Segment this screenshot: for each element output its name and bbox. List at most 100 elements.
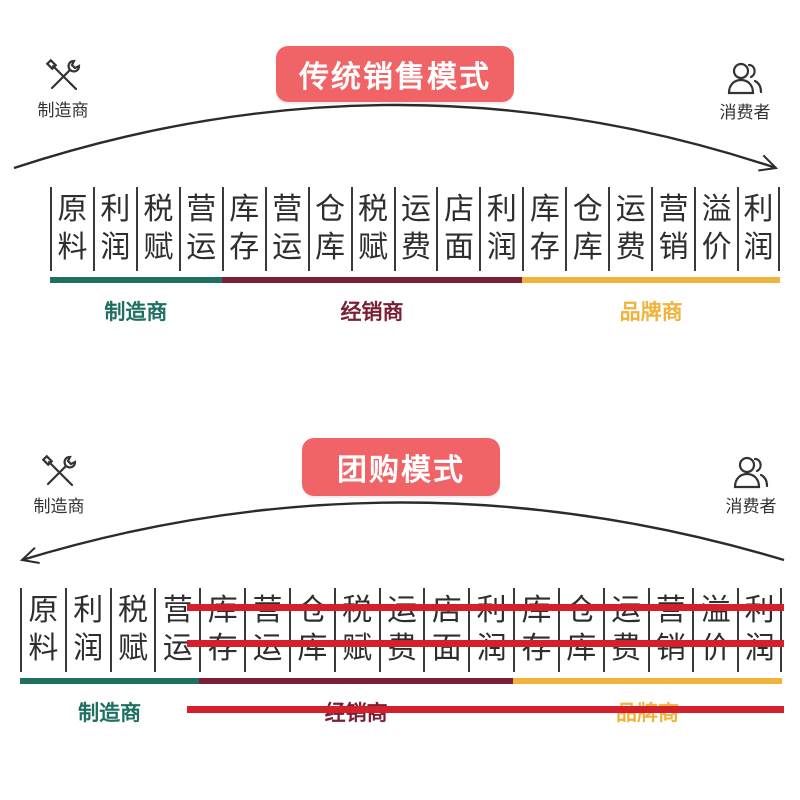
traditional-flow-arrow xyxy=(13,103,779,172)
cost-cell: 原料 xyxy=(20,588,65,672)
cost-cell-char: 店 xyxy=(432,592,462,630)
cost-cell-char: 库 xyxy=(521,592,551,630)
groupbuy-title: 团购模式 xyxy=(302,438,500,496)
cost-cell-char: 赋 xyxy=(118,631,149,666)
cost-cell: 仓库 xyxy=(288,588,334,672)
group-bar xyxy=(221,277,523,283)
group-label: 经销商 xyxy=(324,701,388,725)
cost-cell-char: 运 xyxy=(162,631,193,666)
cost-cell-char: 营 xyxy=(658,192,689,227)
cost-cell-char: 仓 xyxy=(315,192,346,227)
cost-cell-char: 料 xyxy=(57,230,88,265)
users-icon xyxy=(727,62,763,95)
cost-cell: 营运 xyxy=(264,187,308,271)
cost-cell: 运费 xyxy=(608,187,651,271)
cost-cell-char: 价 xyxy=(700,631,731,666)
cost-cell-char: 原 xyxy=(28,593,59,628)
cost-cell-char: 税 xyxy=(342,592,372,630)
cost-cell-char: 费 xyxy=(615,230,646,265)
cost-cell: 店面 xyxy=(436,187,479,271)
cost-cell-char: 税 xyxy=(143,192,174,227)
cost-cell-char: 润 xyxy=(486,230,517,265)
group-bar xyxy=(50,277,222,283)
cost-cell-char: 赋 xyxy=(342,631,373,666)
cost-cell-char: 库 xyxy=(315,230,346,265)
traditional-manufacturer-label: 制造商 xyxy=(37,101,89,121)
cost-cell-char: 库 xyxy=(572,230,603,265)
cost-cell-char: 仓 xyxy=(297,592,327,630)
cost-cell-char: 料 xyxy=(28,631,59,666)
cost-cell-char: 库 xyxy=(566,631,597,666)
group-bar xyxy=(522,277,780,283)
cost-cell: 溢价 xyxy=(694,187,737,271)
cost-cell-char: 利 xyxy=(100,192,131,227)
cost-cell-char: 润 xyxy=(744,631,775,666)
users-icon xyxy=(733,456,769,489)
cost-cell-char: 润 xyxy=(100,230,131,265)
cost-cell-char: 费 xyxy=(611,631,642,666)
cost-cell-char: 存 xyxy=(521,631,552,666)
cost-cell-char: 营 xyxy=(162,593,193,628)
traditional-cost-row: 原料利润税赋营运库存营运仓库税赋运费店面利润库存仓库运费营销溢价利润 xyxy=(50,187,780,271)
cost-cell-char: 溢 xyxy=(701,192,732,227)
cost-cell-char: 赋 xyxy=(143,230,174,265)
cost-cell: 营销 xyxy=(651,187,694,271)
traditional-consumer: 消费者 xyxy=(700,60,790,123)
cost-cell: 营运 xyxy=(154,588,199,672)
cost-cell-char: 润 xyxy=(743,230,774,265)
cost-cell-char: 利 xyxy=(745,592,775,630)
strike-line xyxy=(187,706,784,713)
cost-cell-char: 营 xyxy=(656,592,686,630)
group-label: 制造商 xyxy=(104,300,168,324)
cost-cell-char: 营 xyxy=(272,192,303,227)
traditional-consumer-label: 消费者 xyxy=(719,103,771,123)
cost-cell-char: 运 xyxy=(615,192,646,227)
cost-cell-char: 店 xyxy=(443,192,474,227)
cost-cell-char: 费 xyxy=(400,230,431,265)
traditional-title: 传统销售模式 xyxy=(276,46,514,102)
cost-cell-char: 面 xyxy=(443,230,474,265)
strike-line xyxy=(187,640,784,647)
cost-cell: 税赋 xyxy=(135,187,179,271)
cost-cell-char: 运 xyxy=(252,631,283,666)
strike-line xyxy=(187,604,784,611)
group-bar xyxy=(199,678,514,684)
cost-cell-char: 存 xyxy=(529,230,560,265)
cost-cell-char: 运 xyxy=(272,230,303,265)
cost-cell-char: 价 xyxy=(701,230,732,265)
cost-cell-char: 营 xyxy=(253,592,283,630)
cost-cell-char: 仓 xyxy=(572,192,603,227)
cost-cell: 利润 xyxy=(92,187,136,271)
groupbuy-manufacturer: 制造商 xyxy=(14,454,104,517)
cost-cell-char: 营 xyxy=(186,192,217,227)
cost-cell-char: 原 xyxy=(57,192,88,227)
cost-cell-char: 运 xyxy=(186,230,217,265)
cost-cell: 利润 xyxy=(737,187,780,271)
cost-cell-char: 润 xyxy=(73,631,104,666)
cost-cell: 运费 xyxy=(378,588,424,672)
cost-cell: 利润 xyxy=(737,588,782,672)
group-label: 品牌商 xyxy=(616,701,680,725)
cost-cell-char: 税 xyxy=(118,593,149,628)
group-label: 制造商 xyxy=(78,701,142,725)
cost-cell: 税赋 xyxy=(109,588,155,672)
groupbuy-consumer: 消费者 xyxy=(706,454,796,517)
cost-cell: 库存 xyxy=(513,588,558,672)
cost-cell: 仓库 xyxy=(307,187,351,271)
cost-cell: 仓库 xyxy=(565,187,608,271)
cost-cell: 原料 xyxy=(50,187,93,271)
cost-cell: 库存 xyxy=(199,588,244,672)
cost-cell: 营销 xyxy=(647,588,693,672)
cost-cell-char: 利 xyxy=(743,192,774,227)
cost-cell: 营运 xyxy=(244,588,289,672)
cost-cell: 税赋 xyxy=(350,187,394,271)
cost-cell: 运费 xyxy=(602,588,648,672)
cost-cell-char: 税 xyxy=(358,192,389,227)
cost-cell-char: 利 xyxy=(486,192,517,227)
cost-cell: 利润 xyxy=(479,187,522,271)
traditional-manufacturer: 制造商 xyxy=(18,58,108,121)
group-label: 品牌商 xyxy=(619,300,683,324)
